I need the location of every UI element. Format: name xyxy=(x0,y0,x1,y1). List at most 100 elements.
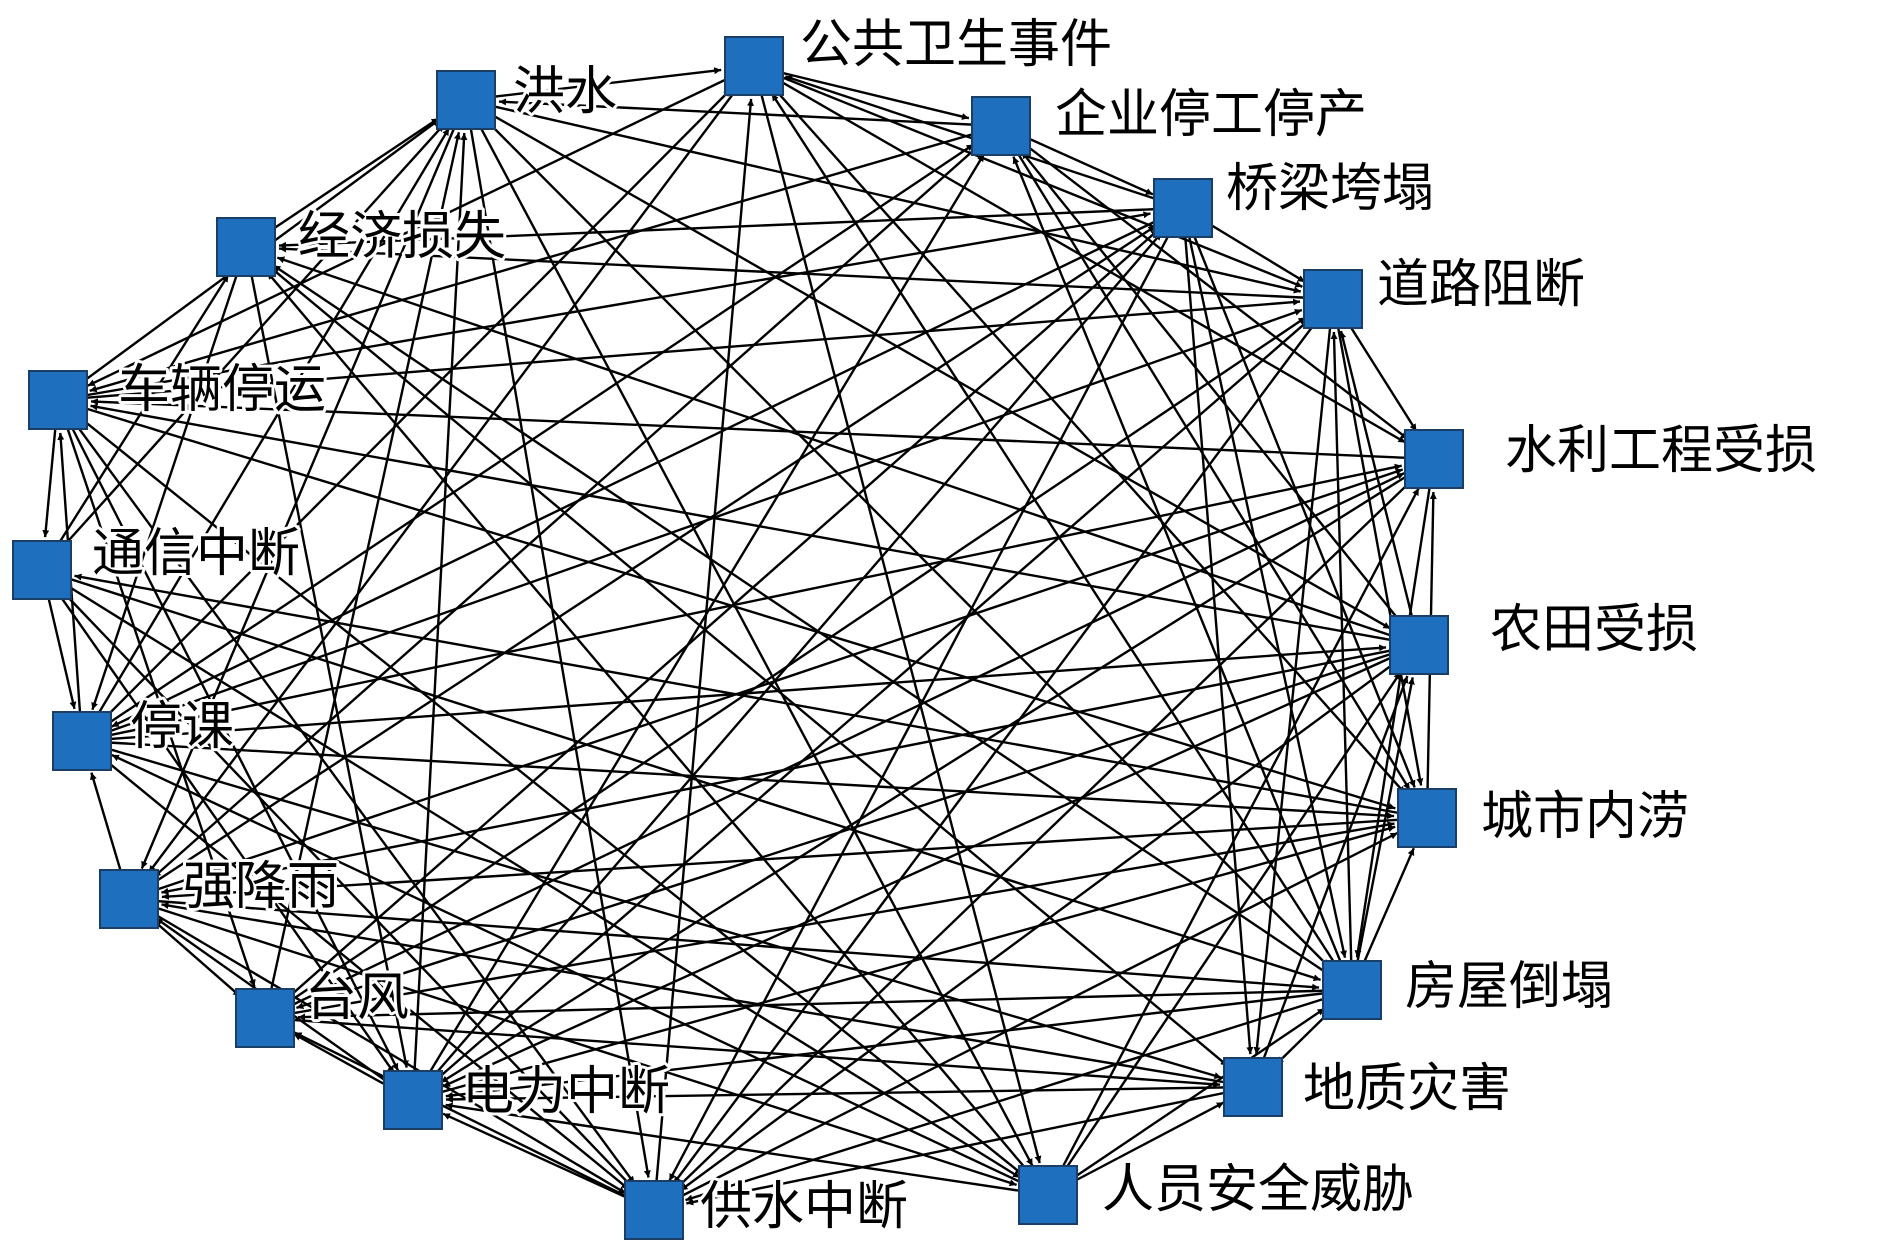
edge-bridge-collapse-to-water-supply-outage xyxy=(668,207,1185,1182)
edge-vehicle-suspension-to-road-blocked xyxy=(57,298,1301,402)
edge-business-shutdown-to-water-conservancy-damage xyxy=(1000,125,1409,440)
edge-school-suspension-to-flood xyxy=(80,127,451,742)
edge-communication-outage-to-power-outage xyxy=(41,569,396,1074)
node-flood: 洪水 xyxy=(436,59,620,130)
edge-school-suspension-to-business-shutdown xyxy=(81,143,975,742)
node-label-urban-waterlogging: 城市内涝 xyxy=(1481,787,1689,847)
edge-vehicle-suspension-to-urban-waterlogging xyxy=(57,398,1396,810)
edge-power-outage-to-urban-waterlogging xyxy=(412,825,1396,1102)
node-box-typhoon xyxy=(235,988,295,1048)
edge-heavy-rain-to-water-conservancy-damage xyxy=(128,468,1404,901)
edge-communication-outage-to-house-collapse xyxy=(41,568,1321,982)
edge-public-health-to-urban-waterlogging xyxy=(753,65,1406,795)
edge-house-collapse-to-economic-loss xyxy=(272,264,1353,991)
edge-bridge-collapse-to-house-collapse xyxy=(1181,207,1347,958)
node-label-personnel-safety: 人员安全威胁 xyxy=(1102,1160,1414,1220)
node-business-shutdown: 企业停工停产 xyxy=(971,82,1370,156)
node-bridge-collapse: 桥梁垮塌 xyxy=(1153,156,1437,238)
edge-school-suspension-to-water-conservancy-damage xyxy=(81,463,1402,743)
node-label-school-suspension: 停课 xyxy=(130,697,234,757)
node-label-business-shutdown: 企业停工停产 xyxy=(1055,85,1367,145)
edge-farmland-damage-to-power-outage xyxy=(442,643,1420,1088)
node-vehicle-suspension: 车辆停运 xyxy=(28,357,329,430)
edge-heavy-rain-to-personnel-safety xyxy=(128,897,1017,1187)
edge-communication-outage-to-economic-loss xyxy=(40,274,230,571)
edge-flood-to-house-collapse xyxy=(465,99,1330,968)
edge-geological-hazard-to-farmland-damage xyxy=(1251,675,1409,1088)
edge-vehicle-suspension-to-power-outage xyxy=(56,399,400,1072)
node-water-supply-outage: 供水中断 xyxy=(624,1174,911,1240)
edge-public-health-to-heavy-rain xyxy=(147,65,755,874)
edge-flood-to-heavy-rain xyxy=(140,99,468,870)
edge-road-blocked-to-economic-loss xyxy=(278,245,1334,301)
node-label-geological-hazard: 地质灾害 xyxy=(1303,1059,1511,1119)
edge-public-health-to-personnel-safety xyxy=(752,65,1042,1164)
edge-personnel-safety-to-farmland-damage xyxy=(1047,671,1402,1196)
node-box-water-supply-outage xyxy=(624,1180,684,1240)
edge-farmland-damage-to-heavy-rain xyxy=(161,643,1420,895)
node-label-vehicle-suspension: 车辆停运 xyxy=(118,360,326,420)
node-box-communication-outage xyxy=(12,540,72,600)
edge-typhoon-to-water-conservancy-damage xyxy=(264,472,1405,1020)
node-school-suspension: 停课 xyxy=(52,694,237,771)
edge-house-collapse-to-business-shutdown xyxy=(1012,156,1354,991)
edge-flood-to-personnel-safety xyxy=(464,99,1034,1167)
node-label-house-collapse: 房屋倒塌 xyxy=(1405,957,1613,1017)
edge-personnel-safety-to-economic-loss xyxy=(266,271,1049,1196)
node-box-heavy-rain xyxy=(99,869,159,929)
node-label-farmland-damage: 农田受损 xyxy=(1490,600,1698,660)
edge-flood-to-water-supply-outage xyxy=(464,99,651,1178)
edge-farmland-damage-to-vehicle-suspension xyxy=(90,403,1420,647)
node-box-bridge-collapse xyxy=(1153,178,1213,238)
edge-typhoon-to-road-blocked xyxy=(264,316,1307,1019)
edge-power-outage-to-flood xyxy=(411,132,468,1101)
edge-farmland-damage-to-economic-loss xyxy=(276,256,1420,647)
node-box-school-suspension xyxy=(52,711,112,771)
node-label-power-outage: 电力中断 xyxy=(462,1062,670,1122)
edge-flood-to-public-health xyxy=(465,67,722,102)
edge-economic-loss-to-power-outage xyxy=(244,246,409,1068)
node-farmland-damage: 农田受损 xyxy=(1389,597,1701,675)
edge-house-collapse-to-farmland-damage xyxy=(1350,677,1415,991)
node-geological-hazard: 地质灾害 xyxy=(1223,1056,1514,1122)
node-box-personnel-safety xyxy=(1018,1165,1078,1225)
edge-flood-to-road-blocked xyxy=(465,98,1302,294)
edge-economic-loss-to-school-suspension xyxy=(91,246,248,711)
node-communication-outage: 通信中断 xyxy=(12,521,303,600)
edge-heavy-rain-to-house-collapse xyxy=(128,897,1320,991)
node-water-conservancy-damage: 水利工程受损 xyxy=(1404,418,1820,489)
node-box-road-blocked xyxy=(1303,269,1363,329)
edge-bridge-collapse-to-urban-waterlogging xyxy=(1181,207,1416,788)
node-label-communication-outage: 通信中断 xyxy=(92,524,300,584)
node-urban-waterlogging: 城市内涝 xyxy=(1397,784,1692,850)
edge-public-health-to-road-blocked xyxy=(753,64,1303,288)
node-heavy-rain: 强降雨 xyxy=(99,854,342,929)
edge-bridge-collapse-to-geological-hazard xyxy=(1181,207,1254,1055)
edge-water-supply-outage-to-public-health xyxy=(652,98,754,1211)
edge-farmland-damage-to-typhoon xyxy=(296,643,1420,1010)
edge-house-collapse-to-power-outage xyxy=(445,988,1353,1099)
edge-economic-loss-to-flood xyxy=(245,117,440,248)
node-box-geological-hazard xyxy=(1223,1057,1283,1117)
edge-economic-loss-to-geological-hazard xyxy=(245,246,1229,1067)
edge-business-shutdown-to-vehicle-suspension xyxy=(89,124,1002,393)
edge-geological-hazard-to-power-outage xyxy=(445,1085,1254,1103)
node-road-blocked: 道路阻断 xyxy=(1303,252,1588,329)
node-economic-loss: 经济损失 xyxy=(216,204,509,277)
edge-public-health-to-business-shutdown xyxy=(753,64,970,120)
node-box-water-conservancy-damage xyxy=(1404,429,1464,489)
node-box-house-collapse xyxy=(1322,960,1382,1020)
node-box-flood xyxy=(436,70,496,130)
edge-urban-waterlogging-to-heavy-rain xyxy=(161,816,1428,900)
edge-urban-waterlogging-to-communication-outage xyxy=(74,573,1428,820)
edge-communication-outage-to-personnel-safety xyxy=(41,568,1021,1179)
node-box-farmland-damage xyxy=(1389,615,1449,675)
edge-bridge-collapse-to-economic-loss xyxy=(278,206,1184,249)
node-label-water-supply-outage: 供水中断 xyxy=(700,1177,908,1237)
edge-vehicle-suspension-to-bridge-collapse xyxy=(57,211,1151,402)
edge-road-blocked-to-geological-hazard xyxy=(1253,298,1335,1055)
node-power-outage: 电力中断 xyxy=(383,1059,673,1130)
node-box-public-health xyxy=(724,36,784,96)
edge-typhoon-to-urban-waterlogging xyxy=(264,821,1395,1020)
node-public-health: 公共卫生事件 xyxy=(724,12,1115,96)
